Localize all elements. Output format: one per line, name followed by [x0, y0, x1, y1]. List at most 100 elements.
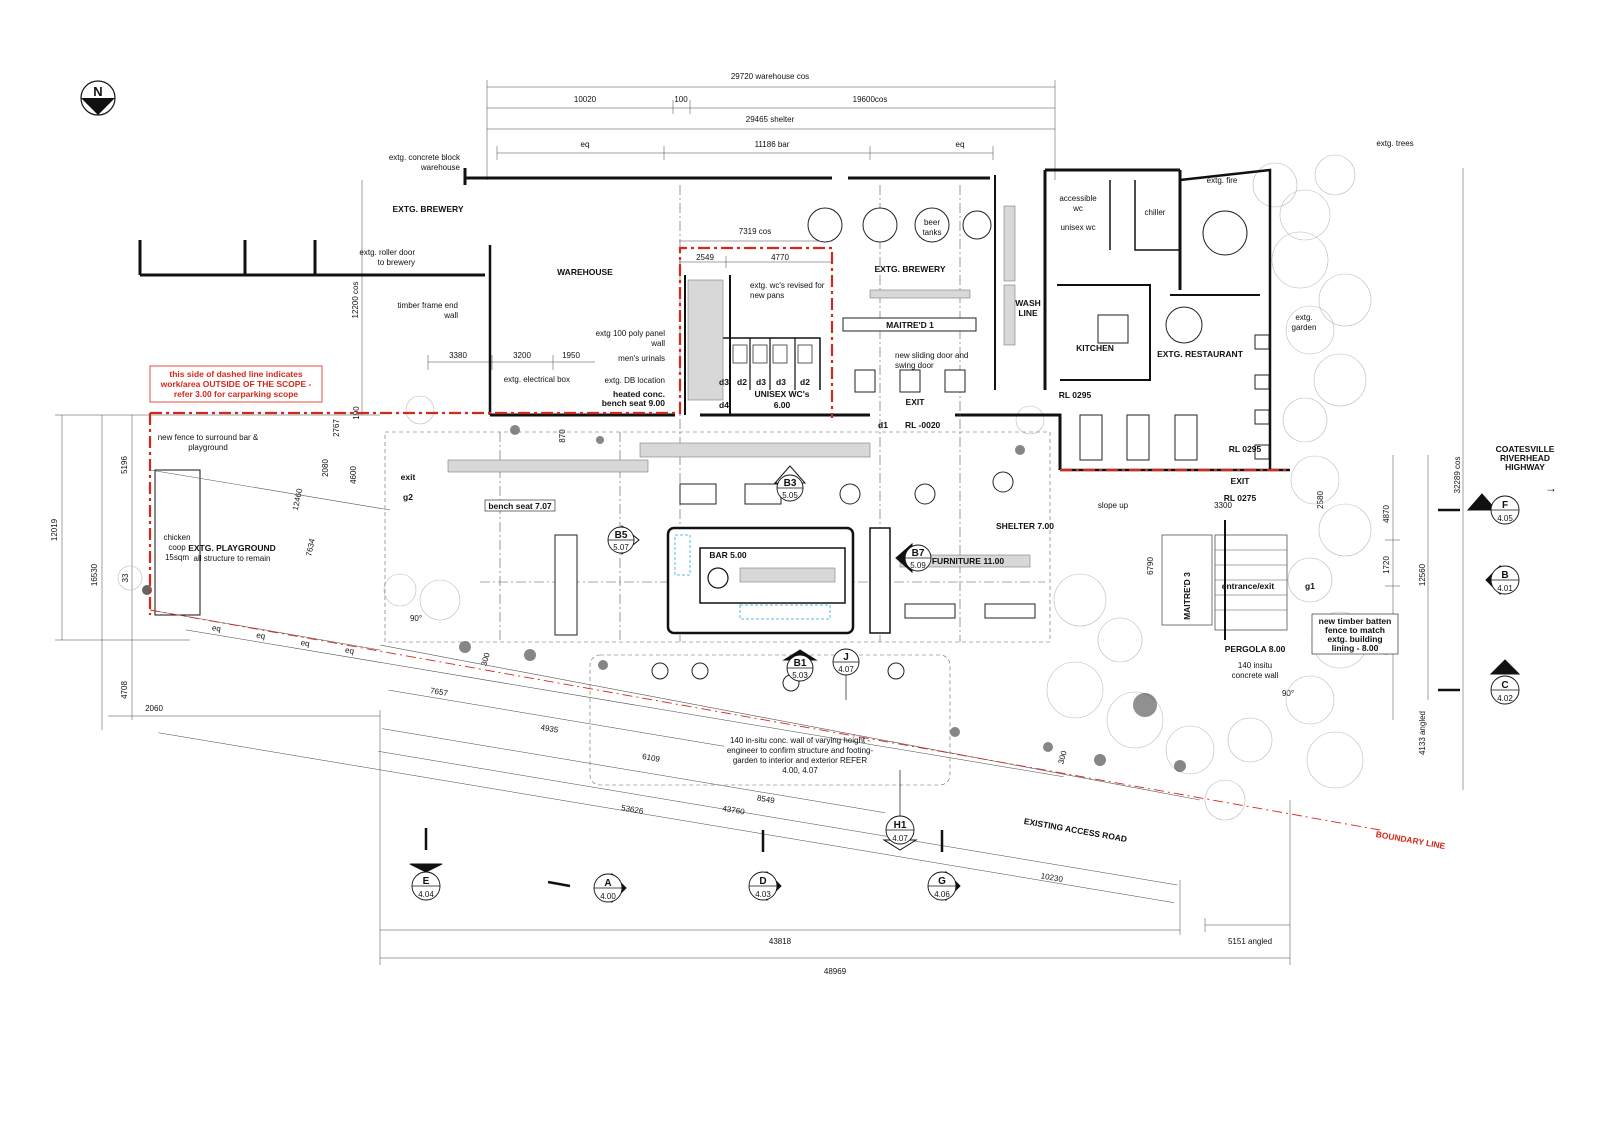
svg-text:B3: B3 [784, 478, 797, 489]
dim-eq-4: eq [344, 646, 354, 656]
label-coatesville-3: HIGHWAY [1505, 462, 1545, 472]
label-db-location: extg. DB location [605, 376, 665, 385]
label-wash-line-1: WASH [1015, 298, 1041, 308]
dim-43818: 43818 [769, 937, 792, 946]
marker-h1[interactable]: H1 4.07 [882, 770, 918, 851]
marker-d[interactable]: D 4.03 [748, 830, 782, 902]
label-extg-restaurant: EXTG. RESTAURANT [1157, 349, 1244, 359]
top-dimensions: 29720 warehouse cos 10020 100 19600cos 2… [486, 72, 1056, 268]
dim-2580: 2580 [1316, 491, 1325, 509]
marker-b[interactable]: B 4.01 [1485, 564, 1520, 596]
svg-text:4.05: 4.05 [1497, 514, 1513, 523]
restaurant-furniture [854, 210, 1270, 461]
dim-33: 33 [121, 573, 130, 582]
label-chicken-1: chicken [163, 533, 190, 542]
dim-4935: 4935 [540, 723, 560, 735]
label-heated-1: heated conc. [613, 389, 665, 399]
label-scope-1: this side of dashed line indicates [169, 369, 302, 379]
label-g2: g2 [403, 492, 413, 502]
label-extg-brewery-left: EXTG. BREWERY [393, 204, 464, 214]
planting-shrubs [142, 425, 1186, 772]
dim-1720: 1720 [1382, 556, 1391, 574]
dim-12200: 12200 cos [351, 282, 360, 319]
dim-100: 100 [674, 95, 688, 104]
label-maitred1: MAITRE'D 1 [886, 320, 934, 330]
label-extg-brewery: EXTG. BREWERY [875, 264, 946, 274]
marker-g[interactable]: G 4.06 [927, 830, 961, 902]
dim-4708: 4708 [120, 681, 129, 699]
label-insitu-2: concrete wall [1232, 671, 1279, 680]
label-elec-box: extg. electrical box [504, 375, 570, 384]
dim-eq-3: eq [300, 638, 310, 648]
dim-7634: 7634 [304, 537, 317, 557]
dim-12019: 12019 [50, 518, 59, 541]
label-g1: g1 [1305, 581, 1315, 591]
label-d2-a: d2 [737, 377, 747, 387]
svg-text:D: D [759, 876, 766, 887]
label-scope-3: refer 3.00 for carparking scope [174, 389, 299, 399]
dim-3300: 3300 [1214, 501, 1232, 510]
dim-4770: 4770 [771, 253, 789, 262]
marker-b5[interactable]: B5 5.07 [607, 524, 640, 556]
label-unisex-wc: unisex wc [1060, 223, 1095, 232]
svg-text:4.00: 4.00 [600, 892, 616, 901]
marker-c[interactable]: C 4.02 [1438, 659, 1521, 705]
marker-j[interactable]: J 4.07 [832, 648, 860, 700]
pergola [1161, 520, 1288, 640]
label-bar: BAR 5.00 [709, 550, 747, 560]
svg-text:B1: B1 [794, 658, 807, 669]
dim-4133: 4133 angled [1418, 711, 1427, 755]
label-d4: d4 [719, 400, 729, 410]
dim-6109: 6109 [642, 752, 662, 764]
dim-4870: 4870 [1382, 505, 1391, 523]
label-beer-tanks-1: beer [924, 218, 940, 227]
label-chicken-2: coop [168, 543, 186, 552]
dim-12460: 12460 [291, 487, 305, 511]
marker-a[interactable]: A 4.00 [547, 872, 627, 904]
label-maitred3: MAITRE'D 3 [1182, 572, 1192, 620]
label-access-road: EXISTING ACCESS ROAD [1023, 816, 1128, 844]
right-dimensions: 2580 3300 6790 4870 1720 6170 12560 3228… [410, 168, 1464, 790]
label-beer-tanks-2: tanks [922, 228, 941, 237]
dim-5151: 5151 angled [1228, 937, 1272, 946]
scope-line [148, 246, 1290, 615]
label-accessible-1: accessible [1059, 194, 1097, 203]
svg-text:J: J [843, 652, 849, 663]
dim-5196: 5196 [120, 456, 129, 474]
label-timber-frame-2: wall [443, 311, 458, 320]
label-rl-0275: RL 0275 [1224, 493, 1257, 503]
marker-b3[interactable]: B3 5.05 [773, 465, 807, 502]
dim-90-b: 90° [1282, 689, 1294, 698]
svg-text:4.07: 4.07 [892, 834, 908, 843]
label-poly-panel-1: extg 100 poly panel [596, 329, 666, 338]
marker-b7[interactable]: B7 5.09 [895, 542, 932, 574]
label-unisex-wcs: UNISEX WC's [755, 389, 810, 399]
label-extg-garden-1: extg. [1295, 313, 1312, 322]
label-new-fence-2: playground [188, 443, 228, 452]
label-wash-line-2: LINE [1018, 308, 1038, 318]
label-wall-note-1: 140 in-situ conc. wall of varying height… [730, 736, 870, 745]
dim-eq-2: eq [256, 631, 266, 641]
label-wc-revised-2: new pans [750, 291, 784, 300]
marker-f[interactable]: F 4.05 [1438, 493, 1520, 525]
dim-eq-1: eq [211, 623, 221, 633]
left-dimensions: 12200 cos 3380 3200 1950 870 2767 190 20… [50, 180, 595, 730]
label-playground-sub: all structure to remain [194, 554, 271, 563]
dim-2767: 2767 [332, 419, 341, 437]
dim-1950: 1950 [562, 351, 580, 360]
label-boundary: BOUNDARY LINE [1375, 829, 1446, 851]
dim-2060: 2060 [145, 704, 163, 713]
svg-text:4.03: 4.03 [755, 890, 771, 899]
svg-text:H1: H1 [894, 820, 907, 831]
dim-43760: 43760 [722, 804, 746, 817]
dim-2549: 2549 [696, 253, 714, 262]
marker-e[interactable]: E 4.04 [409, 828, 443, 901]
label-rl-0295-a: RL 0295 [1059, 390, 1092, 400]
dim-eq-top-2: eq [956, 140, 965, 149]
label-extg-fire: extg. fire [1207, 176, 1238, 185]
label-extg-garden-2: garden [1292, 323, 1317, 332]
marker-b1[interactable]: B1 5.03 [782, 649, 818, 682]
label-accessible-2: wc [1072, 204, 1083, 213]
svg-text:B5: B5 [615, 530, 628, 541]
